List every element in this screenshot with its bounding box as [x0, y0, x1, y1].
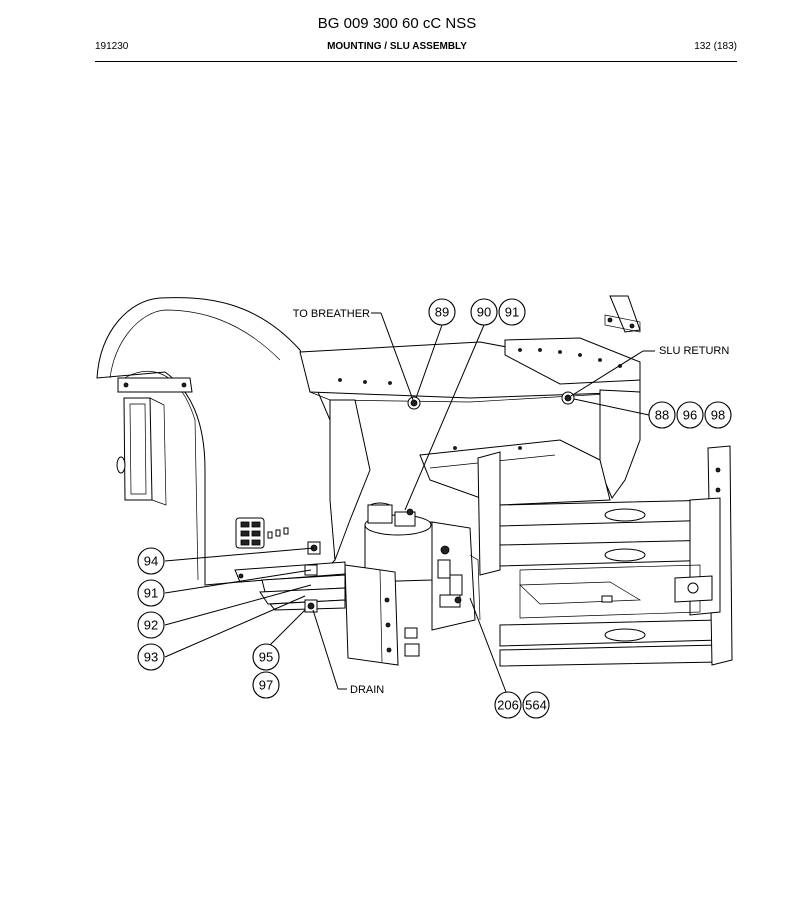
callout-90: 90 — [470, 298, 498, 326]
callout-93: 93 — [137, 643, 165, 671]
svg-text:90: 90 — [477, 305, 491, 320]
section-title: MOUNTING / SLU ASSEMBLY — [327, 41, 467, 52]
mounting-plate — [344, 564, 399, 666]
label-slu-return: SLU RETURN — [659, 345, 729, 357]
callout-97: 97 — [252, 671, 280, 699]
loader-coupling — [477, 445, 733, 667]
fender — [96, 297, 336, 586]
svg-text:206: 206 — [497, 698, 519, 713]
svg-text:97: 97 — [259, 678, 273, 693]
callout-92: 92 — [137, 611, 165, 639]
label-to-breather: TO BREATHER — [293, 308, 370, 320]
callout-564: 564 — [522, 691, 550, 719]
svg-text:96: 96 — [683, 408, 697, 423]
work-light — [235, 517, 289, 549]
fittings — [407, 391, 575, 410]
callout-98: 98 — [704, 401, 732, 429]
svg-text:89: 89 — [435, 305, 449, 320]
callout-88: 88 — [648, 401, 676, 429]
callout-95: 95 — [252, 643, 280, 671]
callout-91-left: 91 — [137, 579, 165, 607]
label-drain: DRAIN — [350, 684, 384, 696]
page-number: 132 (183) — [694, 41, 737, 52]
callout-94: 94 — [137, 547, 165, 575]
svg-text:91: 91 — [144, 586, 158, 601]
document-title: BG 009 300 60 cC NSS — [317, 15, 477, 32]
svg-text:564: 564 — [525, 698, 547, 713]
top-bracket — [604, 295, 641, 333]
svg-text:95: 95 — [259, 650, 273, 665]
document-date-code: 191230 — [95, 41, 129, 52]
svg-text:88: 88 — [655, 408, 669, 423]
svg-text:91: 91 — [505, 305, 519, 320]
header-rule — [95, 61, 737, 62]
callout-206: 206 — [494, 691, 522, 719]
leader-lines — [164, 312, 655, 693]
svg-text:98: 98 — [711, 408, 725, 423]
callout-89: 89 — [428, 298, 456, 326]
support-brackets — [234, 541, 346, 613]
svg-text:92: 92 — [144, 618, 158, 633]
svg-text:93: 93 — [144, 650, 158, 665]
chassis-frame — [299, 337, 641, 561]
svg-text:94: 94 — [144, 554, 158, 569]
slu-valve-block — [364, 502, 481, 657]
callout-91-top: 91 — [498, 298, 526, 326]
callout-96: 96 — [676, 401, 704, 429]
